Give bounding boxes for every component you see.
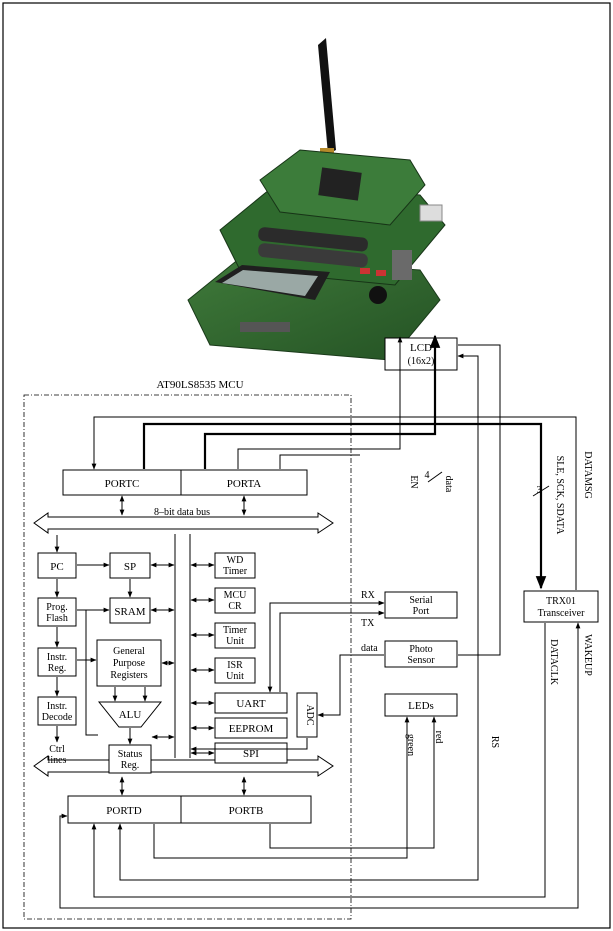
mcu-cr-line2: CR: [228, 601, 242, 612]
portc-label: PORTC: [105, 478, 140, 490]
trx-line1: TRX01: [546, 596, 576, 607]
port-bottom-group: PORTD PORTB: [68, 796, 311, 823]
instr-reg-line1: Instr.: [47, 652, 67, 663]
spi-label: SPI: [243, 748, 259, 760]
rx-label: RX: [361, 590, 376, 601]
wd-timer-line1: WD: [227, 555, 244, 566]
pc-label: PC: [50, 561, 63, 573]
dataclk-label: DATACLK: [548, 639, 559, 686]
gp-registers-line3: Registers: [110, 670, 147, 681]
sram-label: SRAM: [114, 606, 145, 618]
adc-label: ADC: [304, 704, 315, 725]
peripherals-group: WD Timer MCU CR Timer Unit ISR Unit UART…: [191, 553, 317, 763]
eeprom-label: EEPROM: [229, 723, 274, 735]
isr-unit-line2: Unit: [226, 671, 244, 682]
sp-label: SP: [124, 561, 136, 573]
status-reg-line1: Status: [118, 749, 143, 760]
gp-registers-line2: Purpose: [113, 658, 146, 669]
spi-width-label: 3: [537, 485, 542, 496]
serial-port-line1: Serial: [409, 595, 433, 606]
mcu-title: AT90LS8535 MCU: [156, 379, 243, 391]
timer-unit-line2: Unit: [226, 636, 244, 647]
data-bus-label: 8–bit data bus: [154, 507, 210, 518]
wd-timer-line2: Timer: [223, 566, 248, 577]
datamsg-label: DATAMSG: [582, 451, 593, 499]
ctrl-lines-line1: Ctrl: [49, 744, 65, 755]
lcd-line1: LCD: [410, 342, 432, 354]
leds-label: LEDs: [408, 700, 434, 712]
tx-label: TX: [361, 618, 375, 629]
trx-line2: Transceiver: [538, 608, 586, 619]
data-bus-bottom: [34, 756, 333, 776]
prog-flash-line2: Flash: [46, 613, 68, 624]
rs-label: RS: [489, 736, 500, 748]
lcd-line2: (16x2): [408, 356, 435, 367]
instr-decode-line2: Decode: [42, 712, 73, 723]
uart-label: UART: [236, 698, 266, 710]
green-label: green: [405, 734, 416, 756]
isr-unit-line1: ISR: [227, 660, 243, 671]
photo-sensor-line2: Sensor: [407, 655, 435, 666]
alu-label: ALU: [119, 709, 142, 721]
photo-sensor-line1: Photo: [409, 644, 432, 655]
core-group: PC SP Prog. Flash SRAM Instr. Reg. Gener…: [38, 535, 174, 773]
portb-label: PORTB: [229, 805, 264, 817]
external-group: LCD (16x2) Serial Port Photo Sensor LEDs…: [385, 338, 598, 716]
wakeup-label: WAKEUP: [582, 634, 593, 676]
porta-label: PORTA: [227, 478, 262, 490]
instr-decode-line1: Instr.: [47, 701, 67, 712]
prog-flash-line1: Prog.: [46, 602, 67, 613]
sensor-board-photo: [188, 38, 445, 360]
sensor-data-label: data: [361, 643, 378, 654]
instr-reg-line2: Reg.: [48, 663, 67, 674]
data-label: data: [443, 476, 454, 493]
port-top-group: PORTC PORTA: [63, 470, 307, 495]
gp-registers-line1: General: [113, 646, 145, 657]
en-label: EN: [408, 475, 419, 488]
mcu-cr-line1: MCU: [224, 590, 248, 601]
timer-unit-line1: Timer: [223, 625, 248, 636]
data-width-label: 4: [425, 470, 430, 481]
sle-sck-sdata-label: SLE, SCK, SDATA: [554, 456, 565, 535]
red-label: red: [433, 731, 444, 744]
ctrl-lines-line2: lines: [48, 755, 67, 766]
portd-label: PORTD: [106, 805, 141, 817]
status-reg-line2: Reg.: [121, 760, 140, 771]
serial-port-line2: Port: [413, 606, 430, 617]
